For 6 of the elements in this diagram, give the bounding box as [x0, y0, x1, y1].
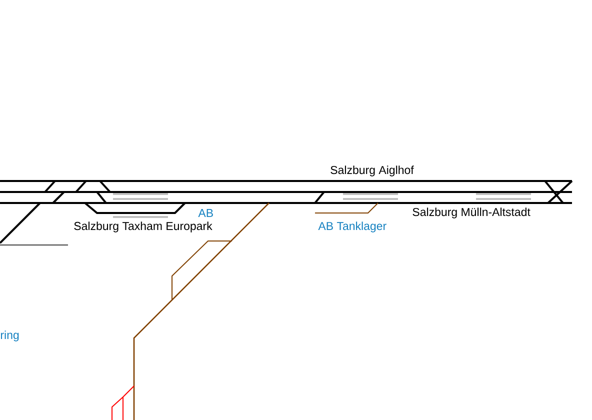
station-label: ring — [0, 330, 19, 342]
station-label: Salzburg Aiglhof — [330, 166, 414, 176]
station-label: Salzburg Taxham Europark — [74, 222, 212, 232]
station-label: Salzburg Mülln-Altstadt — [412, 208, 530, 218]
station-label: AB — [198, 209, 213, 217]
station-label: AB Tanklager — [318, 222, 386, 232]
